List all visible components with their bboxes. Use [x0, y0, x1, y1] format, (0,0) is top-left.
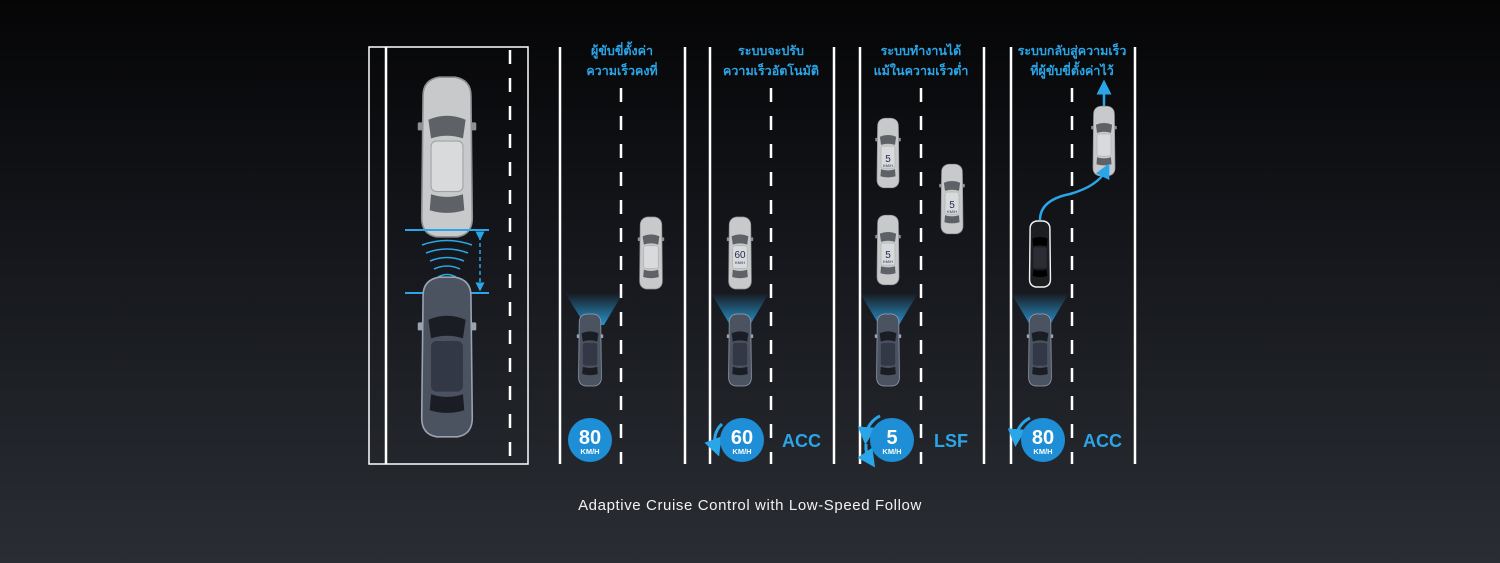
speed-badge [720, 418, 764, 462]
panel-title-line2: ความเร็วคงที่ [586, 62, 657, 78]
panel-title-line1: ระบบทำงานได้ [881, 43, 962, 58]
sensor-beam [565, 293, 623, 325]
detail-frame [368, 46, 529, 465]
speed-unit: KM/H [732, 447, 751, 456]
other-car [637, 216, 665, 290]
ego-car [874, 313, 902, 387]
panel-title-line2: ที่ผู้ขับขี่ตั้งค่าไว้ [1030, 61, 1114, 79]
car-speed-tag-unit: KM/H [735, 260, 745, 265]
ego-car [416, 276, 478, 438]
lead-car [416, 76, 478, 238]
car-speed-tag-unit: KM/H [883, 259, 893, 264]
panel-low-speed-follow: ระบบทำงานได้ แม้ในความเร็วต่ำ 5 KM/H 5 K… [857, 43, 986, 468]
traffic-car [938, 163, 966, 235]
speed-value: 5 [886, 427, 897, 449]
car-speed-tag-unit: KM/H [883, 163, 893, 168]
speed-unit: KM/H [1033, 447, 1052, 456]
speed-value: 80 [579, 427, 601, 449]
decrease-arrow [857, 443, 876, 468]
panel-title-line2: แม้ในความเร็วต่ำ [874, 62, 969, 78]
increase-arrow [857, 414, 881, 445]
sensor-beam [711, 293, 769, 325]
panel-title-line1: ผู้ขับขี่ตั้งค่า [591, 41, 653, 59]
departing-car [1028, 220, 1052, 288]
panel-acc-adjust: ระบบจะปรับ ความเร็วอัตโนมัติ 60 KM/H 60 … [704, 43, 836, 464]
panel-resume-speed: ระบบกลับสู่ความเร็ว ที่ผู้ขับขี่ตั้งค่าไ… [1007, 43, 1137, 464]
traffic-car [874, 117, 902, 189]
car-speed-tag: 5 [885, 250, 891, 261]
ego-car [576, 313, 604, 387]
panel-title-line2: ความเร็วอัตโนมัติ [723, 63, 819, 78]
panel-set-speed: ผู้ขับขี่ตั้งค่า ความเร็วคงที่ 80 KM/H [558, 41, 687, 464]
panel-title-line1: ระบบกลับสู่ความเร็ว [1018, 43, 1127, 59]
ego-car [726, 313, 754, 387]
speed-badge [1021, 418, 1065, 462]
ego-car [1026, 313, 1054, 387]
panel-detail [368, 46, 529, 465]
car-speed-tag-unit: KM/H [947, 209, 957, 214]
mode-label: ACC [782, 431, 821, 451]
sensor-beam [1011, 293, 1069, 325]
increase-arrow [1007, 416, 1031, 447]
decrease-arrow [704, 422, 724, 457]
speed-unit: KM/H [580, 447, 599, 456]
mode-label: ACC [1083, 431, 1122, 451]
mode-label: LSF [934, 431, 968, 451]
lane-change-path [1038, 163, 1110, 221]
sensor-beam [860, 293, 918, 325]
speed-badge [870, 418, 914, 462]
lead-car [1090, 105, 1118, 177]
speed-value: 80 [1032, 427, 1054, 449]
speed-unit: KM/H [882, 447, 901, 456]
car-speed-tag: 5 [885, 154, 891, 165]
speed-value: 60 [731, 427, 753, 449]
diagram-caption: Adaptive Cruise Control with Low-Speed F… [578, 497, 922, 514]
car-speed-tag: 60 [734, 250, 746, 261]
speed-badge [568, 418, 612, 462]
panel-title-line1: ระบบจะปรับ [738, 43, 804, 58]
car-speed-tag: 5 [949, 200, 955, 211]
